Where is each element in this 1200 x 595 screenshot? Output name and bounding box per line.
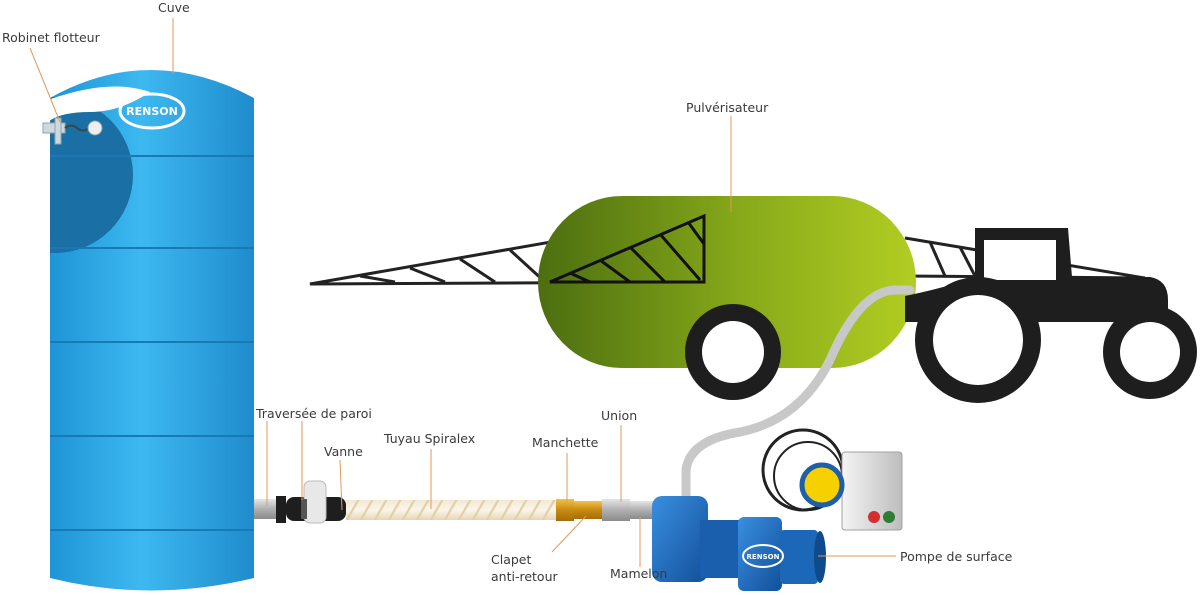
float-switch <box>799 462 845 508</box>
vanne-valve <box>286 480 346 524</box>
union <box>602 499 630 521</box>
clapet-anti-retour <box>574 501 602 519</box>
svg-text:RENSON: RENSON <box>747 553 780 561</box>
control-box <box>761 428 903 531</box>
stop-button-icon <box>868 511 880 523</box>
manchette <box>556 499 574 521</box>
label-pulverisateur: Pulvérisateur <box>686 100 769 115</box>
label-pompe: Pompe de surface <box>900 549 1013 564</box>
label-anti-retour: anti-retour <box>491 569 558 584</box>
tuyau-spiralex <box>346 500 558 520</box>
label-traversee: Traversée de paroi <box>255 406 372 421</box>
label-union: Union <box>601 408 637 423</box>
cuve-tank: RENSON <box>50 70 254 591</box>
leader-lines <box>29 18 896 567</box>
renson-logo-tank: RENSON <box>118 92 186 130</box>
label-clapet: Clapet <box>491 552 531 567</box>
renson-logo-pump: RENSON <box>742 544 784 568</box>
label-mamelon: Mamelon <box>610 566 667 581</box>
label-manchette: Manchette <box>532 435 599 450</box>
traversee-fitting <box>254 499 280 519</box>
tractor <box>905 228 1197 403</box>
label-tuyau: Tuyau Spiralex <box>383 431 475 446</box>
label-robinet-flotteur: Robinet flotteur <box>2 30 101 45</box>
label-cuve: Cuve <box>158 0 190 15</box>
label-vanne: Vanne <box>324 444 363 459</box>
mamelon <box>630 501 654 519</box>
suction-hose <box>681 285 915 503</box>
svg-text:RENSON: RENSON <box>126 105 178 118</box>
pompe-de-surface: RENSON <box>652 496 826 591</box>
robinet-flotteur <box>42 117 103 145</box>
pipe-line <box>254 480 654 524</box>
start-button-icon <box>883 511 895 523</box>
